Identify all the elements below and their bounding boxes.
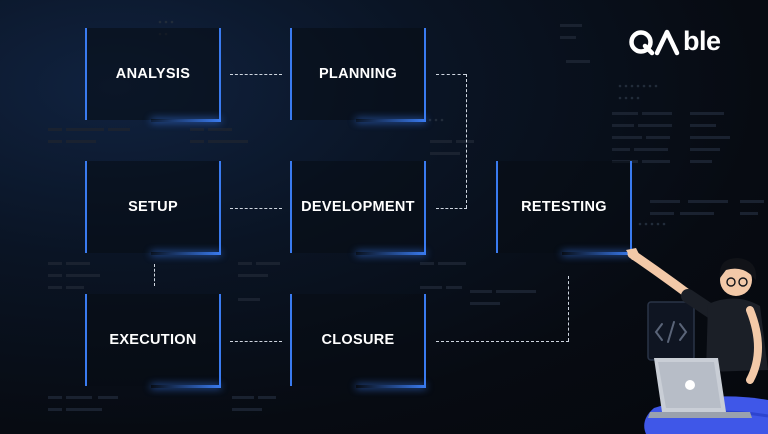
stage-planning: PLANNING — [290, 28, 426, 122]
stage-label-development: DEVELOPMENT — [301, 199, 415, 215]
stage-label-execution: EXECUTION — [109, 332, 197, 348]
qa-wordmark-icon — [629, 29, 680, 55]
connector-execution-closure — [230, 341, 282, 342]
connector-setup-execution — [154, 264, 155, 286]
connector-development-in — [436, 208, 467, 209]
connector-setup-development — [230, 208, 282, 209]
stage-label-closure: CLOSURE — [321, 332, 395, 348]
code-brackets-icon — [647, 301, 695, 361]
stage-label-analysis: ANALYSIS — [115, 66, 191, 82]
connector-planning-out — [436, 74, 466, 75]
connector-planning-development — [466, 74, 467, 208]
connector-analysis-planning — [230, 74, 282, 75]
stage-retesting: RETESTING — [496, 161, 632, 255]
stage-execution: EXECUTION — [85, 294, 221, 388]
stage-label-setup: SETUP — [128, 199, 178, 215]
connector-closure-out — [436, 341, 569, 342]
logo-text: ble — [683, 26, 721, 56]
stage-analysis: ANALYSIS — [85, 28, 221, 122]
stage-closure: CLOSURE — [290, 294, 426, 388]
connector-closure-retesting — [568, 276, 569, 341]
stage-development: DEVELOPMENT — [290, 161, 426, 255]
stage-label-planning: PLANNING — [318, 66, 398, 82]
stage-label-retesting: RETESTING — [521, 199, 607, 215]
stage-setup: SETUP — [85, 161, 221, 255]
person-with-laptop-icon — [626, 248, 768, 434]
qable-logo: ble — [628, 26, 721, 57]
